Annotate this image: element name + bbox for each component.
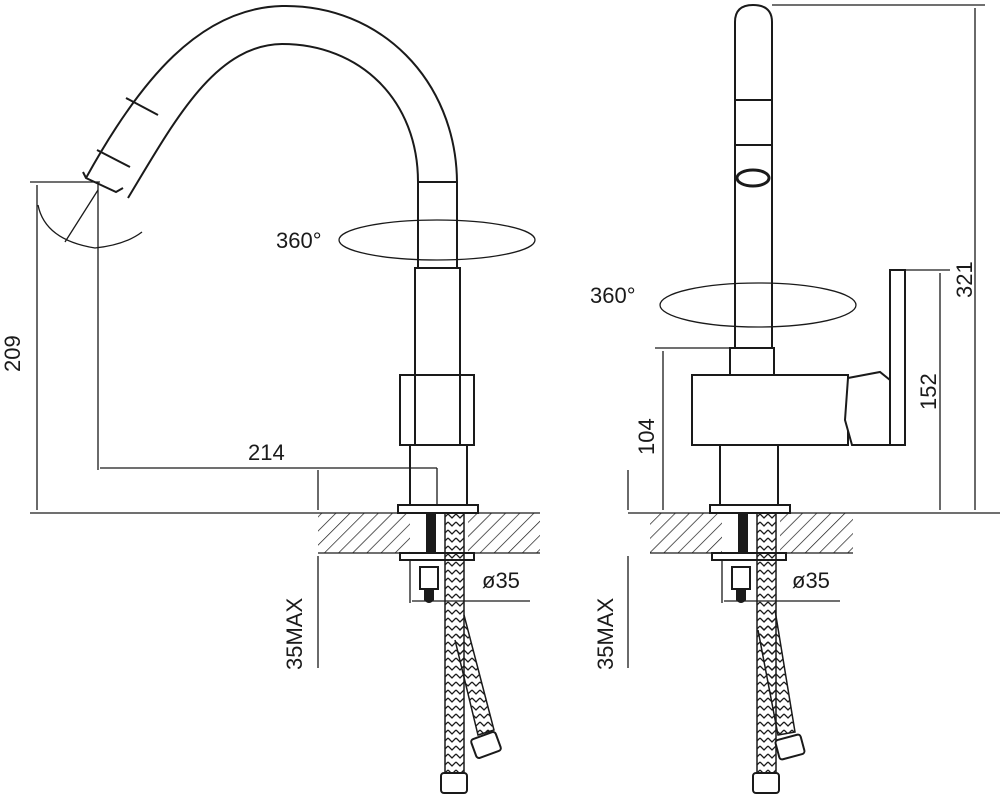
lower-stem <box>409 444 468 506</box>
front-view-right: 360° 321 152 104 35MAX ø35 <box>590 3 1000 794</box>
dim-321: 321 <box>952 261 977 298</box>
tilt-arc <box>37 204 143 249</box>
handle-lever <box>889 269 906 446</box>
hose-nut <box>440 772 468 794</box>
base-plate <box>397 504 479 514</box>
rotation-label: 360° <box>276 228 322 253</box>
spout-front <box>734 3 773 350</box>
handle-base <box>843 370 891 446</box>
dim-209: 209 <box>0 335 25 372</box>
aerator-front <box>735 168 771 188</box>
dim-214: 214 <box>248 440 285 465</box>
dim-35max: 35MAX <box>282 598 307 670</box>
aerator <box>82 171 124 194</box>
supply-hose-2 <box>454 614 495 736</box>
dim-diameter-35: ø35 <box>482 568 520 593</box>
fixing-plate <box>399 552 475 561</box>
valve-body <box>691 374 849 446</box>
rotation-label: 360° <box>590 283 636 308</box>
dim-diameter-35: ø35 <box>792 568 830 593</box>
dim-104: 104 <box>634 418 659 455</box>
spout-outer <box>85 4 458 183</box>
rotation-ellipse <box>338 219 536 261</box>
dim-152: 152 <box>916 373 941 410</box>
dim-35max: 35MAX <box>593 598 618 670</box>
rotation-ellipse <box>659 282 857 328</box>
side-view-left: 360° 209 214 35MAX ø35 <box>0 4 540 794</box>
spout-inner <box>127 42 419 199</box>
